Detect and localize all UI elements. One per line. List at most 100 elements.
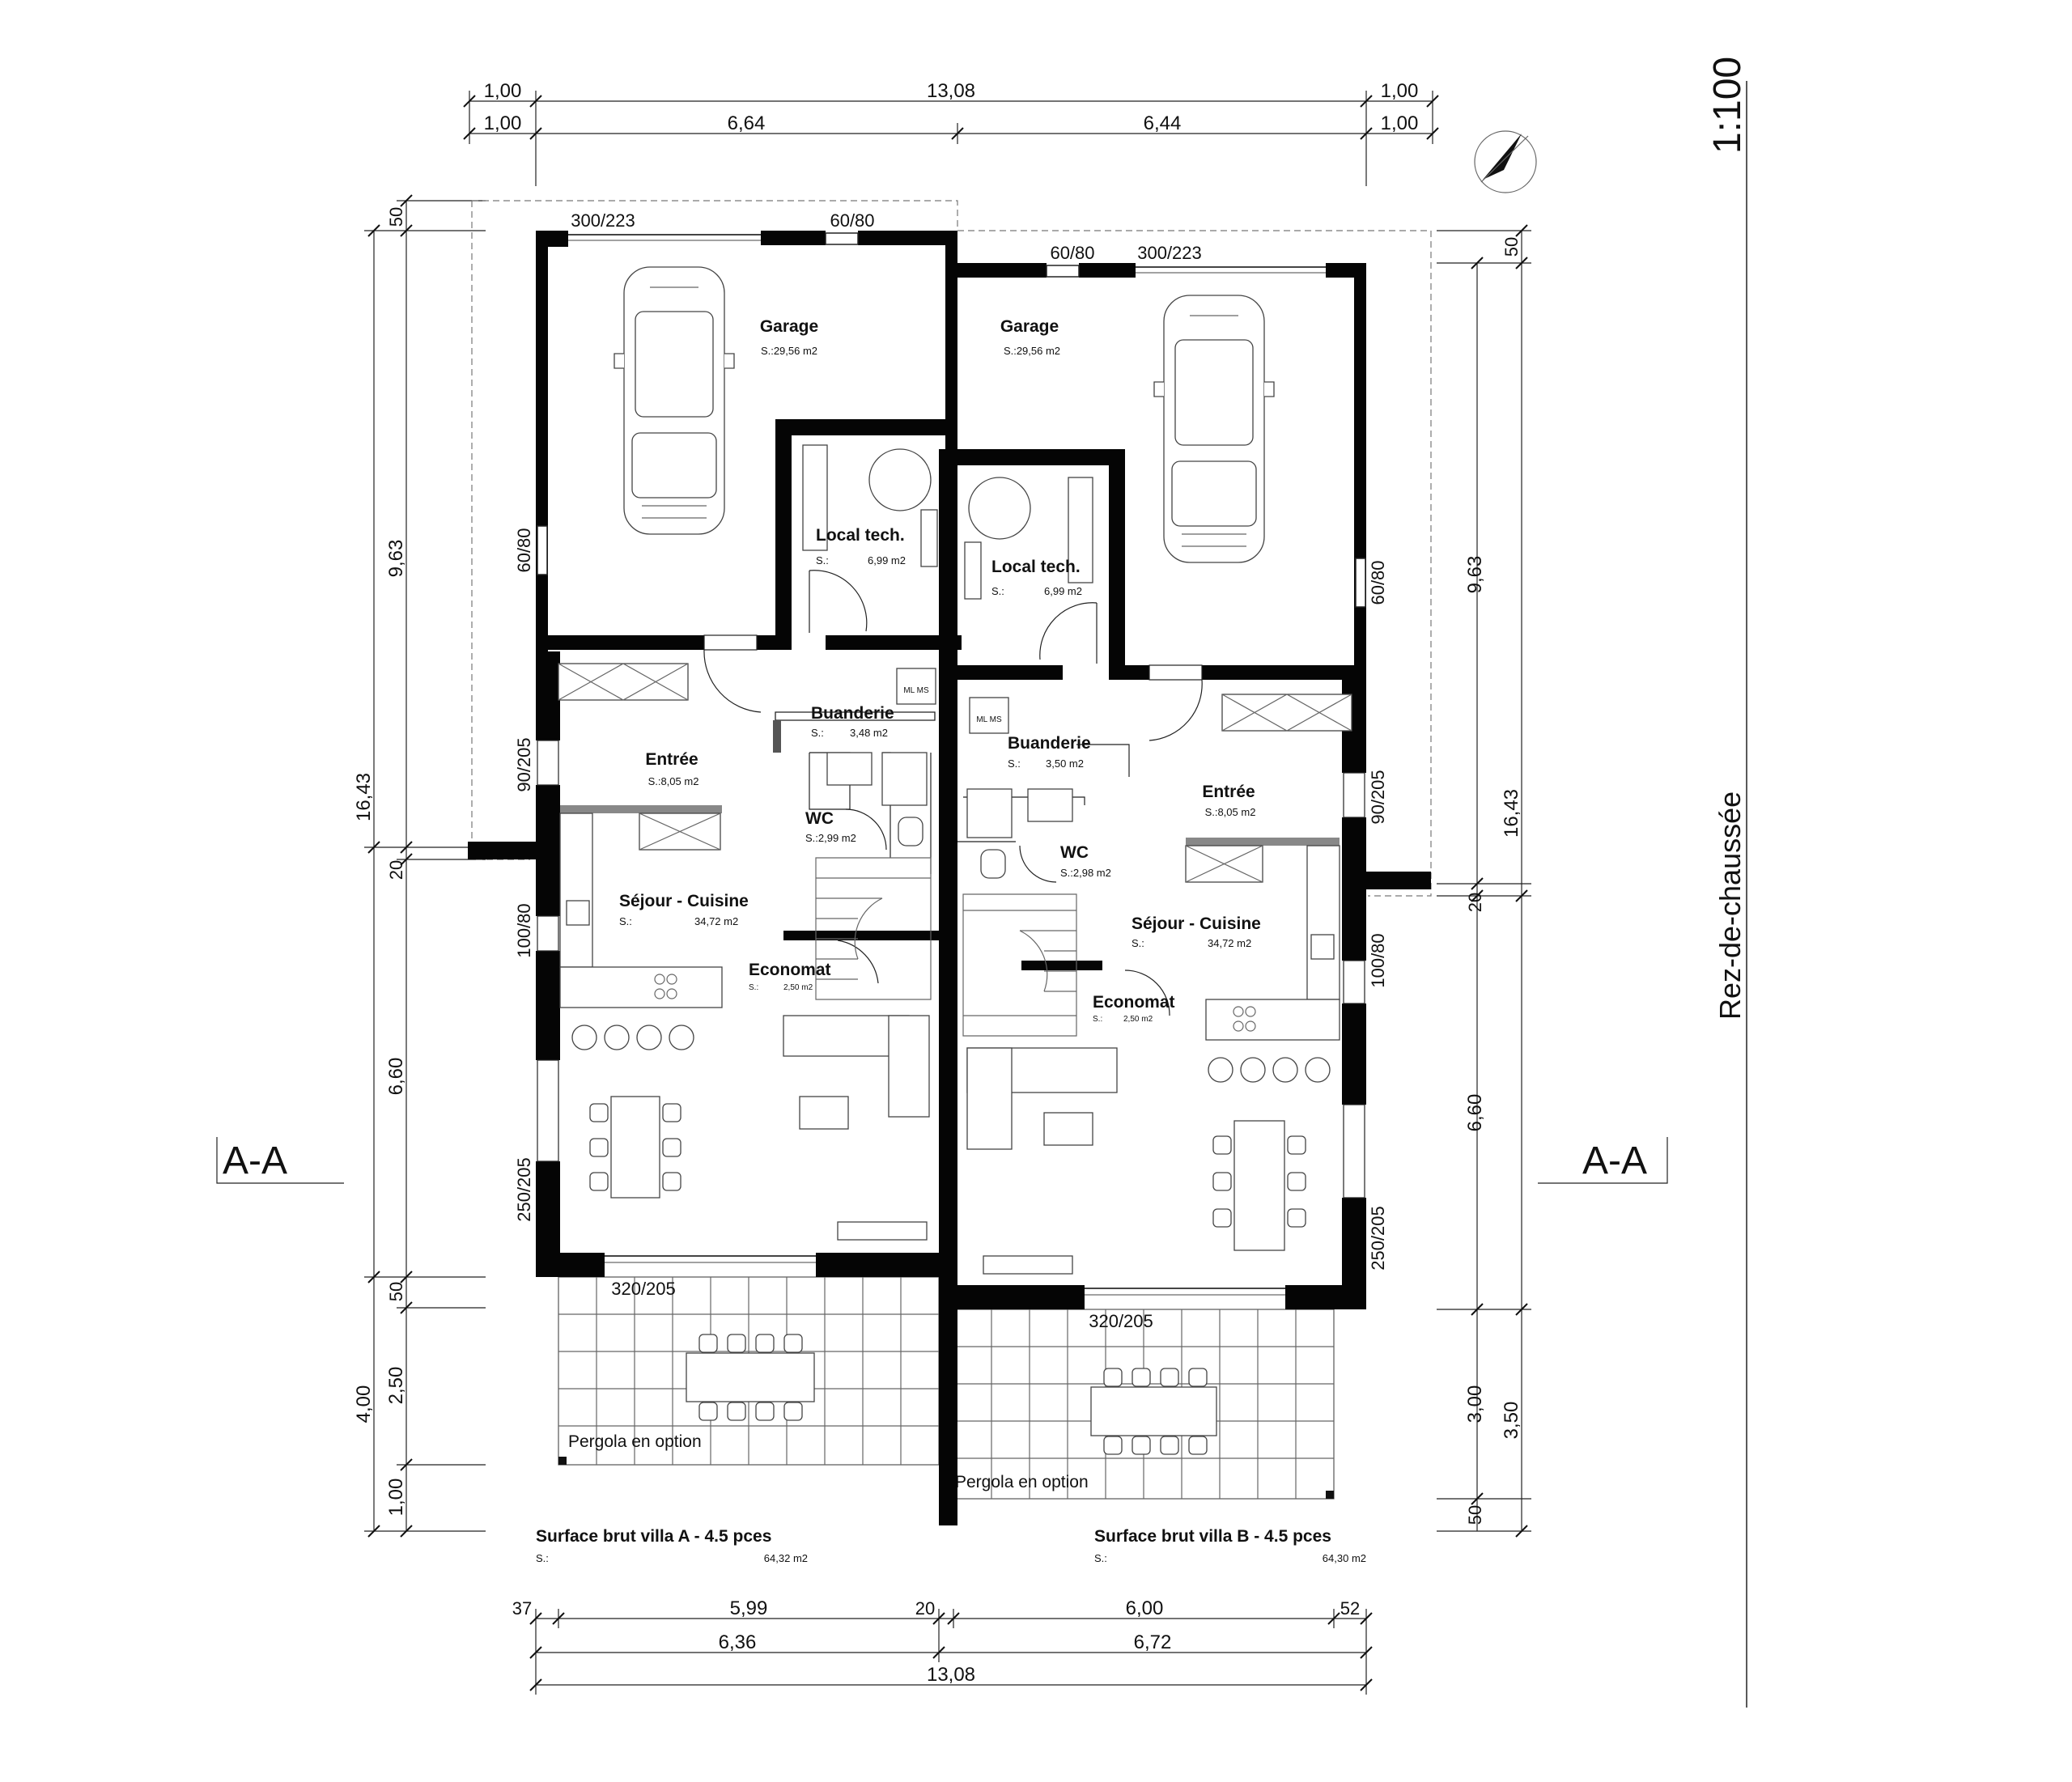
room-b-buanderie-area: 3,50 m2: [1046, 757, 1084, 770]
room-b-economat-name: Economat: [1093, 993, 1175, 1012]
summary-a-prefix: S.:: [536, 1552, 549, 1564]
dim-left-6-60: 6,60: [385, 1058, 407, 1096]
bottom-dimensions: 37 5,99 20 6,00 52 6,36 6,72 13,08: [512, 1597, 1373, 1695]
room-b-sejour-prefix: S.:: [1132, 937, 1144, 949]
room-a-garage-name: Garage: [760, 317, 818, 336]
openings: [537, 232, 1366, 1296]
pergola-a-label: Pergola en option: [568, 1432, 702, 1451]
room-a-economat-area: 2,50 m2: [783, 983, 813, 992]
room-a-sejour-prefix: S.:: [619, 915, 632, 927]
room-b-wc-name: WC: [1060, 843, 1089, 862]
pergola-b-label: Pergola en option: [955, 1473, 1089, 1491]
label-b-living-window: 250/205: [1368, 1206, 1388, 1271]
summary-a-title: Surface brut villa A - 4.5 pces: [536, 1527, 771, 1546]
summary-b-area: 64,30 m2: [1323, 1552, 1366, 1564]
dim-left-2-50: 2,50: [385, 1367, 407, 1405]
section-line-left: [216, 1137, 344, 1184]
room-a-tech-area: 6,99 m2: [868, 554, 906, 566]
level-label: Rez-de-chaussée: [1713, 791, 1747, 1020]
dim-right-3-00: 3,00: [1464, 1385, 1486, 1423]
dim-top-4: 1,00: [484, 112, 522, 134]
label-b-terrace-door: 320/205: [1089, 1311, 1153, 1331]
room-b-garage-name: Garage: [1000, 317, 1059, 336]
label-a-garage-door: 300/223: [571, 210, 635, 231]
room-a-buanderie-name: Buanderie: [811, 704, 894, 723]
dim-left-4-00: 4,00: [353, 1385, 375, 1423]
dim-left-50-bottom: 50: [386, 1282, 406, 1301]
room-a-economat-name: Economat: [749, 961, 831, 979]
dim-left-total: 16,43: [353, 773, 375, 821]
dim-bottom-37: 37: [512, 1598, 532, 1619]
dim-bottom-6-36: 6,36: [719, 1631, 757, 1653]
label-a-terrace-door: 320/205: [611, 1279, 676, 1299]
section-marker-right: A-A: [1582, 1139, 1647, 1182]
top-dimensions: 1,00 13,08 1,00 1,00 6,64 6,44 1,00: [463, 80, 1439, 186]
dim-right-3-50: 3,50: [1501, 1402, 1522, 1440]
dim-right-50-bottom: 50: [1465, 1505, 1485, 1525]
label-b-garage-door: 300/223: [1137, 243, 1202, 263]
room-a-wc-name: WC: [805, 809, 834, 828]
dim-top-5: 6,64: [728, 112, 766, 134]
dim-bottom-52: 52: [1340, 1598, 1360, 1619]
room-a-tech-prefix: S.:: [816, 554, 829, 566]
dim-bottom-6-00: 6,00: [1126, 1597, 1164, 1619]
summary-b-prefix: S.:: [1094, 1552, 1107, 1564]
label-b-kitchen-window: 100/80: [1368, 933, 1388, 987]
room-b-sejour-area: 34,72 m2: [1208, 937, 1251, 949]
dim-bottom-5-99: 5,99: [730, 1597, 768, 1619]
summary-b-title: Surface brut villa B - 4.5 pces: [1094, 1527, 1331, 1546]
room-a-sejour-name: Séjour - Cuisine: [619, 892, 749, 910]
dim-right-20: 20: [1465, 893, 1485, 912]
left-dimensions: 50 16,43 9,63 20 6,60 50 4,00 2,50 1,00: [353, 194, 486, 1538]
dim-top-3: 1,00: [1381, 80, 1419, 102]
dim-top-7: 1,00: [1381, 112, 1419, 134]
dim-top-6: 6,44: [1144, 112, 1182, 134]
room-b-economat-prefix: S.:: [1093, 1015, 1102, 1024]
room-a-entree-name: Entrée: [645, 750, 698, 769]
room-labels-a: Garage S.:29,56 m2 Local tech. S.: 6,99 …: [619, 317, 906, 992]
room-a-wc-area: S.:2,99 m2: [805, 832, 856, 844]
room-a-economat-prefix: S.:: [749, 983, 758, 992]
terrace-a: Pergola en option: [558, 1276, 940, 1466]
room-labels-b: Garage S.:29,56 m2 Local tech. S.: 6,99 …: [991, 317, 1261, 1024]
north-arrow-icon: [1474, 130, 1537, 193]
surface-summary-a: Surface brut villa A - 4.5 pces S.: 64,3…: [536, 1527, 808, 1564]
summary-a-area: 64,32 m2: [764, 1552, 808, 1564]
label-a-side-window: 60/80: [514, 528, 534, 572]
room-b-economat-area: 2,50 m2: [1123, 1015, 1153, 1024]
room-b-entree-name: Entrée: [1202, 783, 1255, 801]
dim-bottom-13-08: 13,08: [927, 1664, 975, 1686]
dim-top-2: 13,08: [927, 80, 975, 102]
roof-outline-a: [472, 200, 958, 231]
dim-left-50-top: 50: [386, 207, 406, 227]
dim-left-1-00: 1,00: [385, 1479, 407, 1517]
dim-right-6-60: 6,60: [1464, 1094, 1486, 1132]
dim-top-1: 1,00: [484, 80, 522, 102]
room-b-tech-name: Local tech.: [991, 558, 1081, 576]
dim-left-9-63: 9,63: [385, 540, 407, 578]
room-a-buanderie-area: 3,48 m2: [850, 727, 888, 739]
furniture-b: ML MS: [962, 295, 1352, 1275]
appliance-b: ML MS: [976, 715, 1002, 724]
dim-bottom-6-72: 6,72: [1134, 1631, 1172, 1653]
opening-labels: 300/223 60/80 60/80 300/223 60/80 60/80 …: [514, 210, 1388, 1331]
label-b-garage-window: 60/80: [1050, 243, 1094, 263]
room-a-buanderie-prefix: S.:: [811, 727, 824, 739]
right-dimensions: 50 9,63 16,43 20 6,60 3,00 3,50 50: [1437, 224, 1531, 1538]
room-a-tech-name: Local tech.: [816, 526, 905, 545]
appliance-a: ML MS: [903, 686, 929, 695]
section-line-right: [1538, 1137, 1668, 1184]
dim-left-20: 20: [386, 860, 406, 880]
dim-right-total: 16,43: [1501, 789, 1522, 838]
roof-outline-b: [957, 230, 1432, 897]
partitions: [773, 711, 1130, 874]
room-b-sejour-name: Séjour - Cuisine: [1132, 914, 1261, 933]
scale-label: 1:100: [1706, 57, 1749, 154]
room-b-wc-area: S.:2,98 m2: [1060, 867, 1111, 879]
furniture-a: ML MS: [558, 266, 938, 1241]
label-a-garage-window: 60/80: [830, 210, 874, 231]
terrace-b: Pergola en option: [953, 1309, 1335, 1500]
label-b-entry-door: 90/205: [1368, 770, 1388, 824]
room-a-sejour-area: 34,72 m2: [694, 915, 738, 927]
